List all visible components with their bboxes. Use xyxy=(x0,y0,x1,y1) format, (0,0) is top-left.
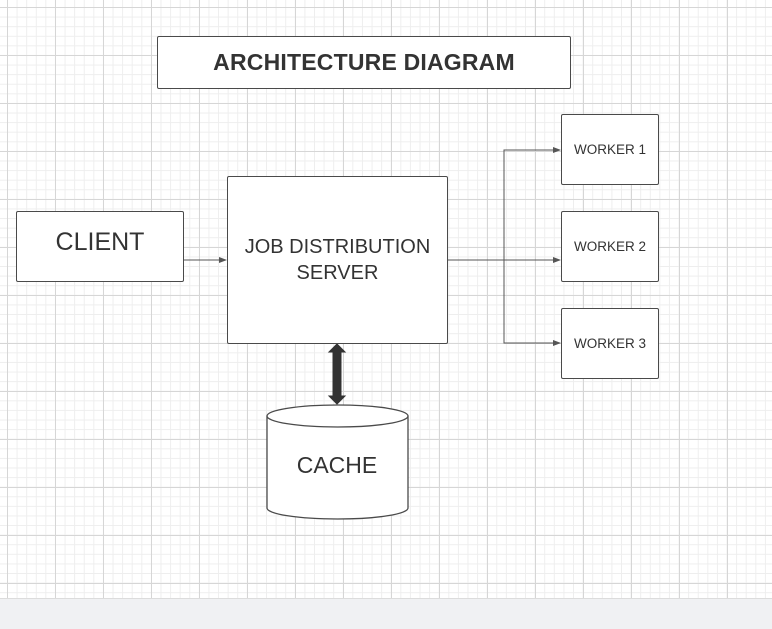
connectors-layer xyxy=(184,147,561,520)
client-label: CLIENT xyxy=(55,228,145,256)
worker-2-label: WORKER 2 xyxy=(573,239,646,254)
worker-3-label: WORKER 3 xyxy=(573,336,646,351)
diagram-canvas[interactable]: ARCHITECTURE DIAGRAM CLIENT JOB DISTRIBU… xyxy=(0,0,772,598)
server-to-worker-3-arrow[interactable] xyxy=(503,260,561,346)
server-label: JOB DISTRIBUTION SERVER xyxy=(244,236,431,284)
job-distribution-server-node[interactable]: JOB DISTRIBUTION SERVER xyxy=(227,176,448,344)
cache-label: CACHE xyxy=(296,452,378,478)
title-box[interactable]: ARCHITECTURE DIAGRAM xyxy=(157,36,571,89)
worker-2-node[interactable]: WORKER 2 xyxy=(561,211,659,282)
diagram-title: ARCHITECTURE DIAGRAM xyxy=(213,49,515,75)
server-to-worker-1-arrow[interactable] xyxy=(503,147,561,260)
worker-3-node[interactable]: WORKER 3 xyxy=(561,308,659,379)
server-cache-bidirectional-arrow[interactable] xyxy=(327,343,347,405)
worker-1-node[interactable]: WORKER 1 xyxy=(561,114,659,185)
worker-1-label: WORKER 1 xyxy=(573,142,646,157)
cache-cylinder[interactable] xyxy=(266,404,409,520)
bottom-status-bar xyxy=(0,598,772,629)
client-node[interactable]: CLIENT xyxy=(16,211,184,282)
